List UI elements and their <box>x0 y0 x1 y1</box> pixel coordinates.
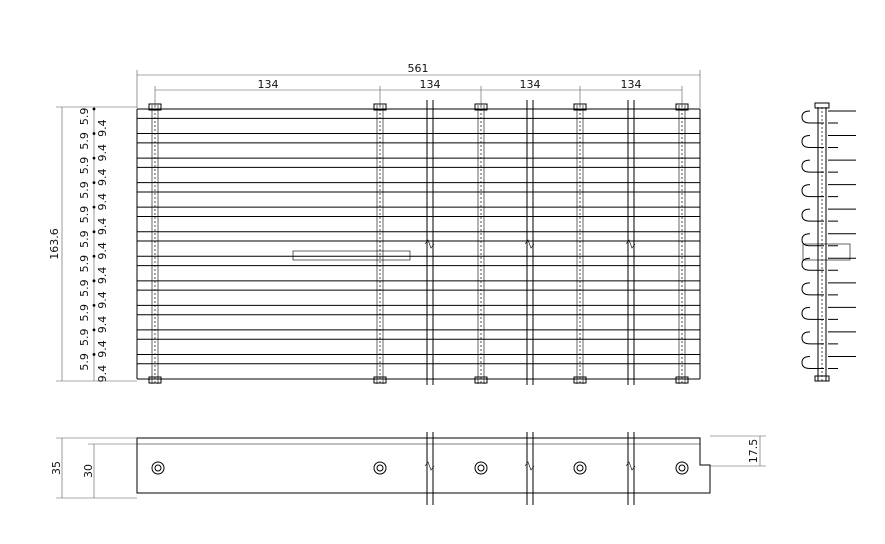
blade-profile <box>801 159 856 173</box>
break-lines <box>424 100 636 385</box>
bolt-center <box>477 464 485 472</box>
front-elevation <box>136 432 711 505</box>
pitch-label: 9.4 <box>96 193 109 211</box>
dim-tick <box>92 205 96 209</box>
pitch-label: 9.4 <box>96 119 109 137</box>
gap-label: 5.9 <box>78 329 91 347</box>
blade-profile <box>801 208 856 222</box>
rod-nut <box>573 376 587 384</box>
blade-profile <box>801 110 856 124</box>
dim-tick <box>92 230 96 234</box>
bolt-center <box>376 464 384 472</box>
pitch-dimensions: 5.9 9.4 5.9 9.4 5.9 9.4 5.9 9.4 5.9 9.4 5.9 9.4 5.9 9… <box>78 107 109 383</box>
blade-profile <box>801 282 856 296</box>
bolt-head <box>573 461 587 475</box>
gap-label: 5.9 <box>78 304 91 322</box>
grating-bars <box>136 108 701 380</box>
plan-view <box>136 100 701 385</box>
gap-label: 5.9 <box>78 206 91 224</box>
pitch-label: 9.4 <box>96 218 109 236</box>
bolt-head <box>151 461 165 475</box>
bay-label-4: 134 <box>621 78 642 91</box>
dim-tick <box>92 107 96 111</box>
dim-tick <box>92 156 96 160</box>
dim-tick <box>92 254 96 258</box>
pitch-label: 9.4 <box>96 144 109 162</box>
gap-label: 5.9 <box>78 108 91 126</box>
left-dimensions: 163.6 5.9 9.4 5.9 9.4 5.9 9.4 5.9 9.4 5.9 9.4 5.9 9… <box>48 106 137 383</box>
pitch-label: 9.4 <box>96 340 109 358</box>
dim-tick <box>92 132 96 135</box>
gap-label: 5.9 <box>78 255 91 273</box>
spacer-block <box>292 250 411 261</box>
pitch-label: 9.4 <box>96 365 109 383</box>
plate-height-label: 35 <box>50 461 63 475</box>
dim-tick <box>92 279 96 283</box>
bay-label-2: 134 <box>420 78 441 91</box>
bolt-height-label: 17.5 <box>747 439 760 464</box>
dim-tick <box>92 181 96 185</box>
bolt-center <box>576 464 584 472</box>
rod-nut <box>148 376 162 384</box>
rod-nut <box>474 376 488 384</box>
blade-profile <box>801 355 856 369</box>
gap-label: 5.9 <box>78 279 91 297</box>
gap-label: 5.9 <box>78 353 91 371</box>
pitch-label: 9.4 <box>96 242 109 260</box>
blade-profile <box>801 233 856 247</box>
gap-label: 5.9 <box>78 157 91 175</box>
dim-tick <box>92 328 96 332</box>
rod-nut <box>675 376 689 384</box>
bay-label-3: 134 <box>520 78 541 91</box>
bolt-center <box>678 464 686 472</box>
bolt-head <box>373 461 387 475</box>
bay-label-1: 134 <box>258 78 279 91</box>
dim-tick <box>92 303 96 307</box>
pitch-label: 9.4 <box>96 316 109 334</box>
rod-nut <box>373 376 387 384</box>
front-break-lines <box>424 432 636 505</box>
bolt-center <box>154 464 162 472</box>
front-dimensions: 35 30 17.5 <box>50 435 766 499</box>
side-nut-bottom <box>814 375 830 382</box>
blade-profiles <box>801 110 856 369</box>
bolt-head <box>675 461 689 475</box>
pitch-label: 9.4 <box>96 267 109 285</box>
blade-profile <box>801 306 856 320</box>
bolt-heads <box>151 461 689 475</box>
overall-length-label: 561 <box>408 62 429 75</box>
gap-label: 5.9 <box>78 181 91 199</box>
dim-tick <box>92 353 96 356</box>
front-break-symbol <box>424 461 435 471</box>
bolt-head <box>474 461 488 475</box>
gap-label: 5.9 <box>78 230 91 248</box>
bar-height-label: 30 <box>82 464 95 478</box>
side-spacer <box>802 243 851 261</box>
side-section-view <box>801 102 856 382</box>
connecting-rods <box>148 103 689 384</box>
pitch-label: 9.4 <box>96 168 109 186</box>
pitch-label: 9.4 <box>96 291 109 309</box>
side-nut-top <box>814 102 830 109</box>
blade-profile <box>801 135 856 149</box>
break-symbol <box>424 239 435 249</box>
break-symbol <box>524 239 535 249</box>
gap-label: 5.9 <box>78 132 91 150</box>
front-break-symbol <box>625 461 636 471</box>
blade-profile <box>801 331 856 345</box>
blade-profile <box>801 257 856 271</box>
blade-profile <box>801 184 856 198</box>
front-break-symbol <box>524 461 535 471</box>
top-dimensions: 561 134 134 134 134 <box>136 62 701 108</box>
break-symbol <box>625 239 636 249</box>
overall-width-label: 163.6 <box>48 228 61 260</box>
